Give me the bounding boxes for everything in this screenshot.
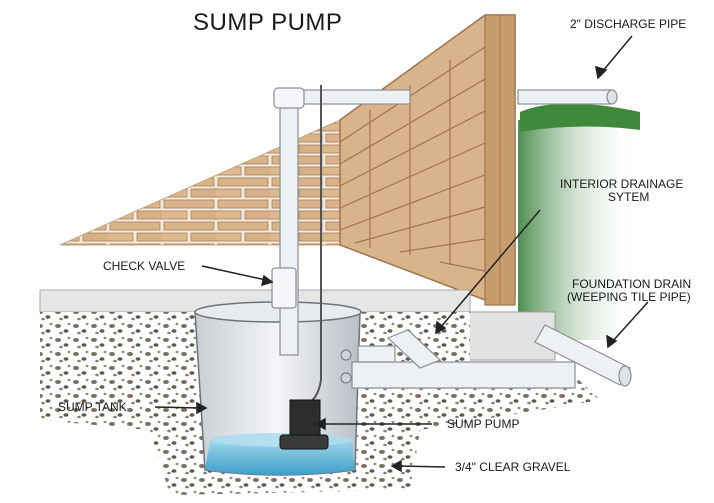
label-gravel: 3/4" CLEAR GRAVEL	[455, 460, 571, 474]
sump-pump	[279, 399, 329, 450]
label-interior-drainage-1: INTERIOR DRAINAGE	[560, 177, 683, 191]
label-sump-tank: SUMP TANK	[58, 400, 127, 414]
label-discharge-pipe: 2" DISCHARGE PIPE	[570, 17, 686, 31]
drain-pipes	[351, 324, 632, 389]
brick-wall-right	[339, 14, 516, 306]
sump-tank	[194, 301, 362, 476]
label-sump-pump: SUMP PUMP	[447, 417, 519, 431]
label-interior-drainage-2: SYTEM	[608, 190, 649, 204]
leader-lines	[154, 35, 649, 473]
page-title: SUMP PUMP	[193, 9, 342, 36]
label-foundation-drain-1: FOUNDATION DRAIN	[572, 277, 691, 291]
interior-drainage-glow	[518, 120, 638, 340]
label-foundation-drain-2: (WEEPING TILE PIPE)	[567, 290, 691, 304]
label-check-valve: CHECK VALVE	[103, 259, 185, 273]
discharge-pipe	[271, 87, 618, 356]
grass-mound	[520, 103, 640, 132]
